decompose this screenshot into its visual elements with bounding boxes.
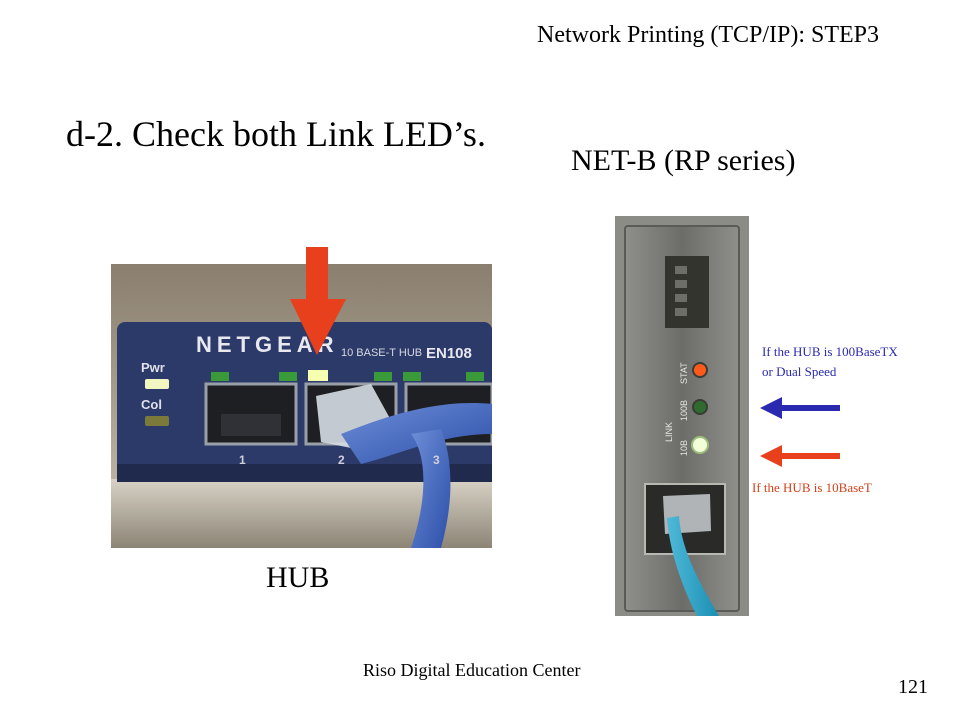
note-10baset: If the HUB is 10BaseT xyxy=(752,480,872,495)
port-number-3: 3 xyxy=(433,453,440,467)
port-led xyxy=(466,372,484,381)
port-number-1: 1 xyxy=(239,453,246,467)
left-arrow-icon-blue xyxy=(760,397,840,419)
down-arrow-icon xyxy=(290,247,346,355)
hub-label: HUB xyxy=(266,561,330,594)
netb-cable xyxy=(667,516,719,616)
port-number-2: 2 xyxy=(338,453,345,467)
hub-model-text: 10 BASE-T HUB xyxy=(341,347,422,359)
port-led xyxy=(279,372,297,381)
slide-header: Network Printing (TCP/IP): STEP3 xyxy=(537,22,880,48)
pwr-label: Pwr xyxy=(141,360,165,375)
note-100basetx-line2: or Dual Speed xyxy=(762,364,837,379)
left-arrow-icon-red xyxy=(760,445,840,467)
link-label: LINK xyxy=(664,422,674,442)
col-label: Col xyxy=(141,397,162,412)
page-number: 121 xyxy=(898,676,928,698)
led-100b-label: 100B xyxy=(679,400,689,421)
led-10b-label: 10B xyxy=(679,440,689,456)
netb-photo: STAT 100B LINK 10B xyxy=(615,216,749,616)
port-led xyxy=(374,372,392,381)
link-10b-led xyxy=(691,436,709,454)
port-led xyxy=(403,372,421,381)
footer: Riso Digital Education Center xyxy=(363,660,581,680)
port-led-active xyxy=(308,370,328,381)
link-100b-led xyxy=(692,399,708,415)
stat-led xyxy=(692,362,708,378)
netb-title: NET-B (RP series) xyxy=(571,144,796,177)
stat-label: STAT xyxy=(679,362,689,384)
hub-model-number: EN108 xyxy=(426,345,472,362)
note-100basetx-line1: If the HUB is 100BaseTX xyxy=(762,344,898,359)
note-100basetx: If the HUB is 100BaseTX or Dual Speed xyxy=(762,342,898,382)
pwr-led xyxy=(145,379,169,389)
col-led xyxy=(145,416,169,426)
port-led xyxy=(211,372,229,381)
slide-title: d-2. Check both Link LED’s. xyxy=(66,114,486,154)
